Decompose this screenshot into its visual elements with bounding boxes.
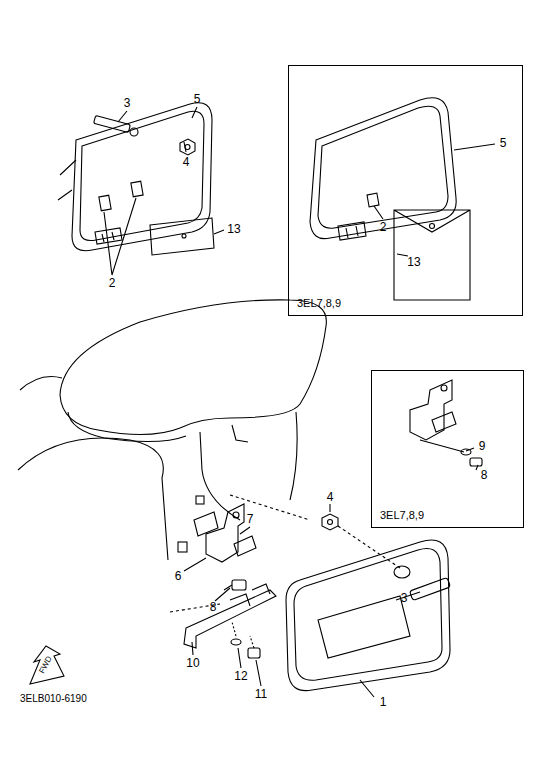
bolt bbox=[232, 580, 246, 590]
side-cover bbox=[286, 540, 450, 691]
callout-number: 12 bbox=[234, 670, 247, 682]
bolt-tip bbox=[130, 128, 138, 136]
side-cover bbox=[72, 103, 212, 251]
bracket-detail bbox=[230, 584, 270, 606]
leader-line bbox=[104, 107, 224, 275]
callout-number: 13 bbox=[407, 256, 420, 268]
bracket-tab bbox=[432, 412, 456, 432]
model-code: 3EL7,8,9 bbox=[297, 297, 341, 309]
grommet bbox=[394, 566, 410, 578]
nut bbox=[180, 139, 195, 155]
leader-line bbox=[374, 144, 495, 256]
damper bbox=[234, 536, 256, 556]
side-cover bbox=[310, 98, 456, 239]
leader-line bbox=[420, 440, 478, 470]
grommet bbox=[367, 193, 379, 207]
bolt bbox=[470, 458, 482, 466]
grommet bbox=[131, 181, 143, 197]
callout-number: 9 bbox=[479, 440, 486, 452]
figure-code: 3ELB010-6190 bbox=[20, 694, 87, 704]
pouch-button bbox=[430, 224, 435, 229]
pouch bbox=[150, 218, 214, 255]
frame-detail bbox=[232, 425, 248, 442]
callout-number: 10 bbox=[186, 657, 199, 669]
leader-line bbox=[184, 504, 420, 697]
model-code: 3EL7,8,9 bbox=[380, 509, 424, 521]
cover-edge bbox=[58, 160, 76, 200]
callout-number: 4 bbox=[327, 491, 334, 503]
callout-number: 8 bbox=[481, 469, 488, 481]
seat-base bbox=[68, 412, 186, 442]
grommet bbox=[99, 195, 111, 211]
callout-number: 2 bbox=[380, 221, 387, 233]
frame-outline bbox=[18, 377, 297, 561]
bolt bbox=[94, 115, 131, 132]
callout-number: 7 bbox=[247, 513, 254, 525]
clip bbox=[178, 542, 187, 552]
seat bbox=[60, 300, 326, 435]
callout-number: 13 bbox=[227, 223, 240, 235]
bracket-hole bbox=[233, 512, 239, 518]
callout-number: 6 bbox=[175, 570, 182, 582]
cover-tab bbox=[95, 228, 122, 244]
nut bbox=[322, 514, 338, 530]
bracket-hole bbox=[441, 385, 447, 391]
callout-number: 5 bbox=[194, 93, 201, 105]
center-line bbox=[338, 526, 400, 568]
cover-window bbox=[318, 596, 410, 658]
lower-bracket bbox=[184, 590, 276, 648]
callout-number: 11 bbox=[255, 688, 267, 700]
fwd-arrow bbox=[30, 646, 64, 684]
variant-inset: 3EL7,8,9 bbox=[371, 370, 524, 528]
washer bbox=[231, 639, 241, 645]
center-line bbox=[232, 622, 254, 648]
nut-hole bbox=[328, 520, 333, 525]
bracket bbox=[410, 380, 452, 440]
clip bbox=[196, 496, 204, 504]
callout-number: 3 bbox=[401, 592, 408, 604]
bolt bbox=[248, 648, 260, 658]
callout-number: 5 bbox=[500, 137, 507, 149]
pouch-button bbox=[182, 234, 186, 238]
variant-inset: 3EL7,8,9 bbox=[288, 65, 523, 316]
plate bbox=[194, 512, 218, 536]
bolt bbox=[409, 577, 450, 600]
callout-number: 3 bbox=[124, 97, 131, 109]
callout-number: 8 bbox=[210, 601, 217, 613]
center-line bbox=[230, 495, 310, 520]
cover-tab bbox=[338, 222, 366, 240]
callout-number: 4 bbox=[183, 156, 190, 168]
callout-number: 1 bbox=[380, 696, 387, 708]
callout-number: 2 bbox=[109, 277, 116, 289]
cover-rim bbox=[294, 549, 442, 681]
